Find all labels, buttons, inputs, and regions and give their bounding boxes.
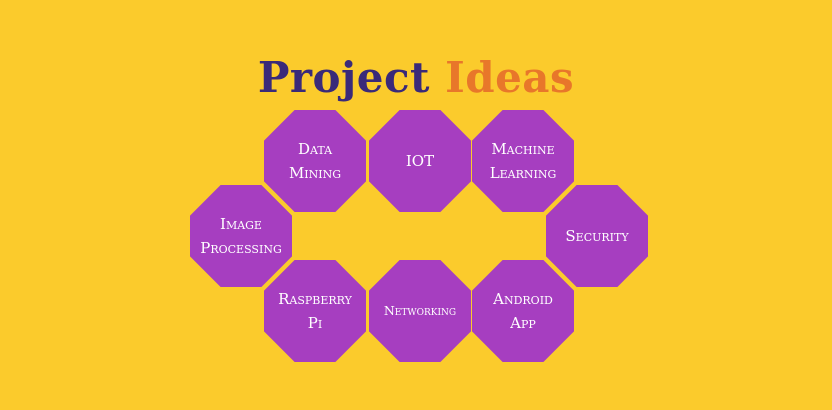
node-android-app[interactable]: Android App xyxy=(472,260,574,362)
node-networking[interactable]: Networking xyxy=(369,260,471,362)
page-title: Project Ideas xyxy=(0,50,832,106)
title-word-project: Project xyxy=(257,53,430,102)
node-machine-learning[interactable]: Machine Learning xyxy=(472,110,574,212)
node-security[interactable]: Security xyxy=(546,185,648,287)
node-data-mining[interactable]: Data Mining xyxy=(264,110,366,212)
node-raspberry-pi[interactable]: Raspberry Pi xyxy=(264,260,366,362)
title-word-ideas: Ideas xyxy=(445,53,575,102)
node-image-processing[interactable]: Image Processing xyxy=(190,185,292,287)
node-iot[interactable]: IOT xyxy=(369,110,471,212)
